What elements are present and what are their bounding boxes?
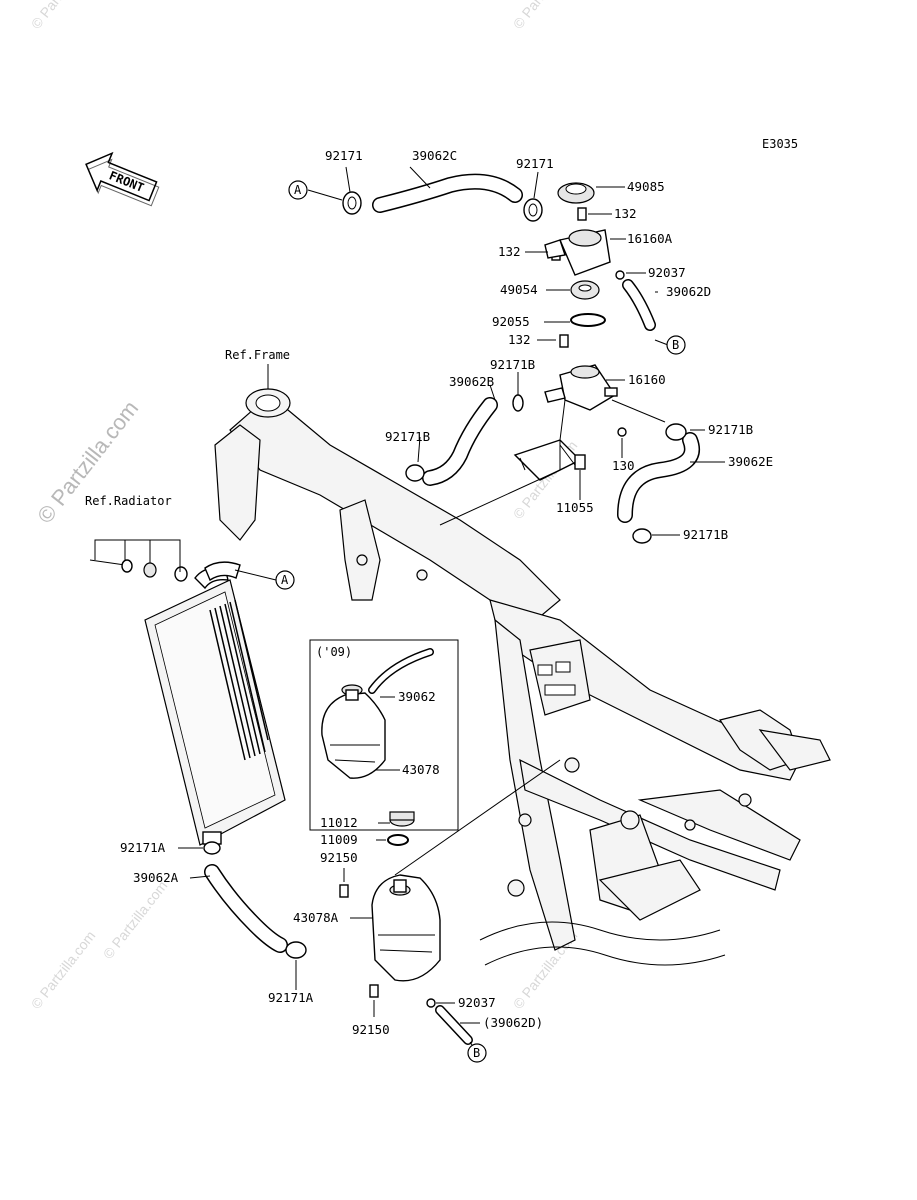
part-label: 92171B: [708, 422, 753, 437]
part-label: 92171A: [268, 990, 314, 1005]
bracket-11055: [513, 439, 586, 481]
inset-2009-reservoir: [309, 639, 459, 831]
svg-text:B: B: [672, 338, 679, 352]
clip-92037-top: [615, 270, 625, 280]
svg-text:B: B: [473, 1046, 480, 1060]
part-label: 16160: [628, 372, 666, 387]
gasket-11009: [387, 834, 409, 846]
reservoir-43078A: [371, 874, 441, 982]
part-label: 39062C: [412, 148, 457, 163]
bolt-130: [617, 427, 627, 437]
part-label: 132: [614, 206, 637, 221]
part-label: 92150: [320, 850, 358, 865]
part-label: 43078A: [293, 910, 339, 925]
part-label: 39062B: [449, 374, 494, 389]
clamp-92171B-d: [632, 528, 652, 544]
part-label: 39062: [398, 689, 436, 704]
part-label: 49085: [627, 179, 665, 194]
part-label: 92171B: [683, 527, 728, 542]
clamp-92171B-c: [665, 423, 687, 441]
part-label: 43078: [402, 762, 440, 777]
radiator-cap-49085: [557, 182, 595, 204]
bolt-92150-bot: [369, 984, 379, 998]
part-label: 132: [508, 332, 531, 347]
watermark-small: © Partzilla.com: [510, 0, 581, 32]
clamp-92171-left: [342, 191, 362, 215]
watermark-small: © Partzilla.com: [100, 878, 171, 962]
part-label: 92171B: [490, 357, 535, 372]
part-label: 92150: [352, 1022, 390, 1037]
hose-39062C: [372, 173, 523, 213]
bolt-132-low: [559, 334, 569, 348]
part-label: 49054: [500, 282, 538, 297]
thermostat-housing-16160: [544, 364, 618, 411]
bolt-132-top: [577, 207, 587, 221]
hose-39062E: [617, 432, 700, 523]
filler-neck-16160A: [544, 229, 611, 276]
svg-text:A: A: [294, 183, 302, 197]
watermark-small: © Partzilla.com: [28, 0, 99, 32]
frame-illustration: [214, 388, 831, 966]
part-label: 16160A: [627, 231, 673, 246]
reservoir-cap-11012: [389, 811, 415, 827]
part-label: (39062D): [483, 1015, 543, 1030]
radiator-inlet-pipe: [204, 561, 241, 582]
part-label: 92171B: [385, 429, 430, 444]
part-label: 39062D: [666, 284, 711, 299]
part-label: 39062E: [728, 454, 773, 469]
part-label: 92171: [325, 148, 363, 163]
ref-frame-label: Ref.Frame: [225, 348, 290, 362]
clamp-92171B-b: [405, 464, 425, 482]
hose-39062B: [422, 397, 498, 486]
part-label: 92037: [648, 265, 686, 280]
clip-92037-bot: [426, 998, 436, 1008]
part-label: 11009: [320, 832, 358, 847]
watermark-small: © Partzilla.com: [28, 928, 99, 1012]
watermark-main: © Partzilla.com: [32, 396, 143, 528]
diagram-code: E3035: [762, 137, 798, 151]
clamp-92171-right: [523, 198, 543, 222]
part-label: 39062A: [133, 870, 179, 885]
hose-39062D: [622, 279, 656, 331]
clamp-92171A-top: [203, 841, 221, 855]
svg-text:A: A: [281, 573, 289, 587]
hose-39062D-lower: [435, 1005, 473, 1045]
o-ring-92055: [570, 313, 606, 327]
clamp-92171A-bot: [285, 941, 307, 959]
part-label: 92171: [516, 156, 554, 171]
thermostat-49054: [570, 280, 600, 300]
radiator-illustration: [89, 539, 286, 846]
part-label: 11012: [320, 815, 358, 830]
part-label: 92055: [492, 314, 530, 329]
connector-a-radiator: A: [275, 570, 295, 590]
bolt-92150-top: [339, 884, 349, 898]
part-label: 130: [612, 458, 635, 473]
connector-b-bottom: B: [467, 1043, 487, 1063]
connector-b-top: B: [666, 335, 686, 355]
inset-year-label: ('09): [316, 645, 352, 659]
part-labels: 92171 39062C 92171 49085 132 16160A 132 …: [120, 148, 773, 1037]
part-label: 11055: [556, 500, 594, 515]
connector-a-top: A: [288, 180, 308, 200]
leader-lines: [178, 166, 725, 1049]
part-label: 92037: [458, 995, 496, 1010]
part-label: 132: [498, 244, 521, 259]
clamp-92171B-a: [512, 394, 524, 412]
part-label: 92171A: [120, 840, 166, 855]
ref-radiator-label: Ref.Radiator: [85, 494, 172, 508]
hose-39062A: [204, 864, 288, 953]
front-arrow-icon: FRONT: [85, 151, 160, 207]
